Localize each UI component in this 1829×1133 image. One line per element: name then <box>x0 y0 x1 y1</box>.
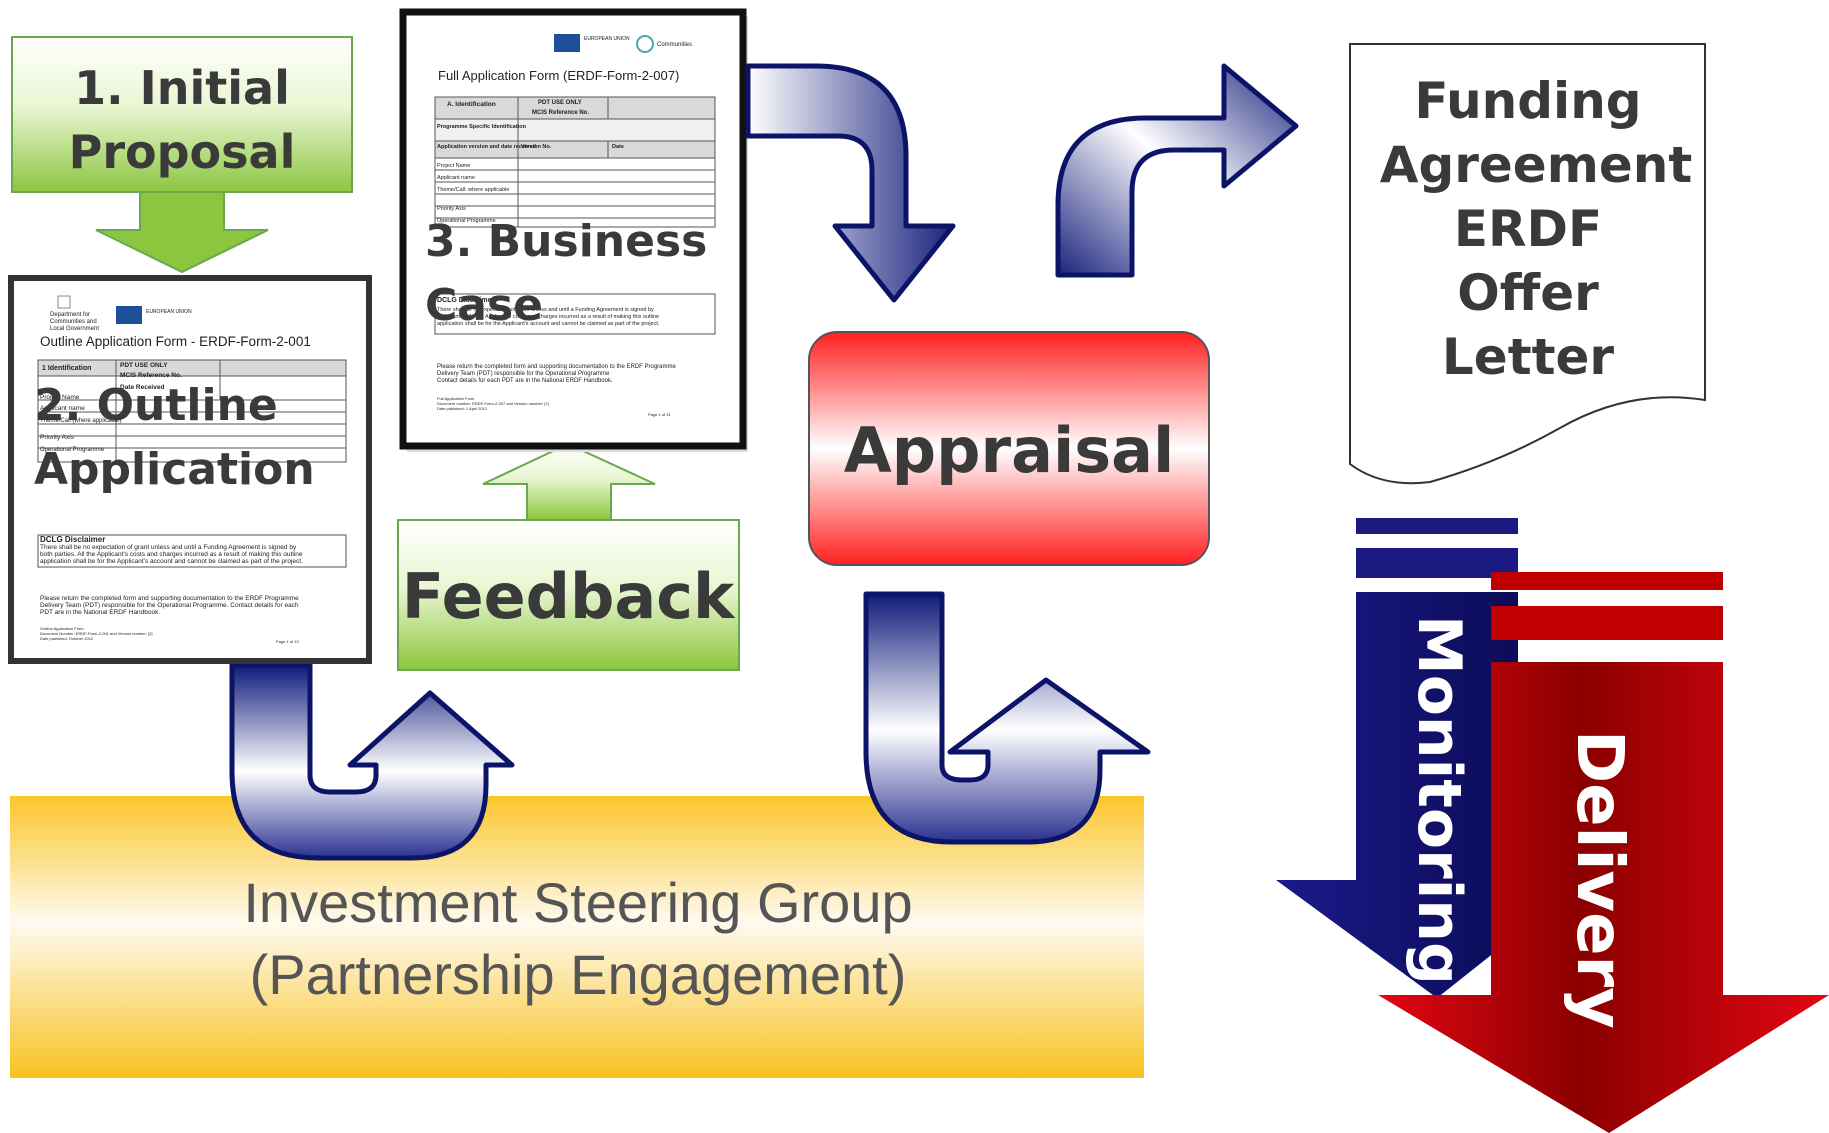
outline-row-0: Project Name <box>40 394 80 401</box>
feedback-box: Feedback <box>397 442 740 671</box>
full-footer-1: Full Application Form <box>437 396 475 401</box>
outline-row-3: Priority Axis <box>40 434 75 441</box>
outline-application-line2: Application <box>34 444 315 495</box>
initial-proposal-line2: Proposal <box>69 125 296 179</box>
full-table-col2: PDT USE ONLY <box>538 100 582 106</box>
org-line3: Local Government <box>50 326 99 332</box>
full-return-1: Please return the completed form and sup… <box>437 364 676 370</box>
full-disclaimer-1: There shall be no expectation of grant u… <box>437 307 654 313</box>
outline-disclaimer-3: application shall be for the Applicant's… <box>40 558 303 565</box>
outline-disclaimer-2: both parties. All the Applicant's costs … <box>40 551 303 558</box>
outline-table-sub1: MCIS Reference No. <box>120 372 182 379</box>
funding-agreement-document: Funding Agreement ERDF Offer Letter <box>1349 43 1706 485</box>
u-arrow-left-icon <box>229 662 515 861</box>
initial-proposal-box: 1. Initial Proposal <box>11 36 353 193</box>
outline-footer-3: Date published: October 2012 <box>40 636 94 641</box>
full-row-1: Applicant name <box>437 175 475 181</box>
feedback-label: Feedback <box>402 560 736 633</box>
full-return-3: Contact details for each PDT are in the … <box>437 378 613 384</box>
full-form-title: Full Application Form (ERDF-Form-2-007) <box>438 68 679 83</box>
initial-proposal-line1: 1. Initial <box>74 61 290 115</box>
business-case-form: EUROPEAN UNION Communities Full Applicat… <box>399 8 748 452</box>
full-row-2: Theme/Call: where applicable <box>437 187 509 193</box>
business-case-line2: Case <box>425 280 543 331</box>
curved-arrow-up-right-icon <box>1055 63 1299 278</box>
full-date: Date <box>612 144 624 150</box>
outline-disclaimer-1: There shall be no expectation of grant u… <box>40 544 297 551</box>
eu-flag-icon <box>116 306 142 324</box>
full-footer-2: Document number: ERDF-Form-2-007 and Ver… <box>437 401 549 406</box>
full-page: Page 1 of 31 <box>648 412 671 417</box>
funding-line1: Funding <box>1414 72 1641 130</box>
eu-flag-icon-2 <box>554 34 580 52</box>
outline-form-title: Outline Application Form - ERDF-Form-2-0… <box>40 334 311 349</box>
full-table-sub: MCIS Reference No. <box>532 110 589 116</box>
steering-group-line2: (Partnership Engagement) <box>250 943 907 1006</box>
appraisal-label: Appraisal <box>844 414 1174 487</box>
delivery-arrow: Delivery <box>1378 572 1829 1133</box>
steering-group-line1: Investment Steering Group <box>243 871 912 934</box>
outline-return-1: Please return the completed form and sup… <box>40 595 299 602</box>
outline-application-line1: 2. Outline <box>34 380 278 431</box>
outline-row-1: Applicant name <box>40 405 85 412</box>
outline-table-col1: 1 Identification <box>42 365 91 372</box>
outline-disclaimer-title: DCLG Disclaimer <box>40 535 105 544</box>
full-disclaimer-2: both parties. All the Applicant's costs … <box>437 314 659 320</box>
full-version-no: Version No. <box>521 144 552 150</box>
dclg-crest-icon <box>57 295 71 309</box>
org-line1: Department for <box>50 312 90 318</box>
full-disclaimer-3: application shall be for the Applicant's… <box>437 321 660 327</box>
appraisal-box: Appraisal <box>808 331 1210 566</box>
full-table-col1: A. Identification <box>447 101 496 108</box>
full-row-4: Operational Programme <box>437 218 496 224</box>
org-line2: Communities and <box>50 319 97 325</box>
funding-line4: Offer <box>1457 264 1599 322</box>
full-return-2: Delivery Team (PDT) responsible for the … <box>437 371 610 377</box>
full-row-programme: Programme Specific Identification <box>437 124 527 130</box>
outline-row-4: Operational Programme <box>40 447 105 453</box>
outline-return-3: PDT are in the National ERDF Handbook. <box>40 609 160 616</box>
business-case-line1: 3. Business <box>425 216 707 267</box>
down-arrow-green-icon <box>95 191 269 274</box>
outline-table-col2: PDT USE ONLY <box>120 362 168 369</box>
curved-arrow-down-icon <box>745 63 956 303</box>
monitoring-label: Monitoring <box>1404 615 1474 985</box>
up-arrow-green-icon <box>482 442 656 521</box>
outline-table-sub2: Date Received <box>120 384 164 391</box>
eu-logo-text: EUROPEAN UNION <box>146 309 192 315</box>
full-eu-logo-text: EUROPEAN UNION <box>584 36 630 42</box>
outline-footer-1: Outline Application Form <box>40 626 84 631</box>
u-arrow-right-icon <box>863 591 1151 845</box>
full-footer-3: Date published: 1 April 2012 <box>437 406 488 411</box>
outline-page: Page 1 of 13 <box>276 639 299 644</box>
funding-line2: Agreement <box>1380 136 1692 194</box>
communities-text: Communities <box>657 42 692 48</box>
full-row-version: Application version and date received <box>437 144 536 150</box>
outline-return-2: Delivery Team (PDT) responsible for the … <box>40 602 299 609</box>
funding-line5: Letter <box>1442 328 1614 386</box>
funding-line3: ERDF <box>1454 200 1602 258</box>
full-row-3: Priority Axis <box>437 206 466 212</box>
full-disclaimer-title: DCLG Disclaimer <box>437 297 494 304</box>
outline-row-2: Theme/Call (where applicable) <box>40 418 121 424</box>
communities-logo-icon <box>636 35 654 53</box>
outline-footer-2: Document Number: ERDF-Form-2-001 and Ver… <box>40 631 153 636</box>
outline-application-form: Department for Communities and Local Gov… <box>8 275 372 664</box>
delivery-label: Delivery <box>1562 730 1636 1029</box>
full-row-0: Project Name <box>437 163 470 169</box>
